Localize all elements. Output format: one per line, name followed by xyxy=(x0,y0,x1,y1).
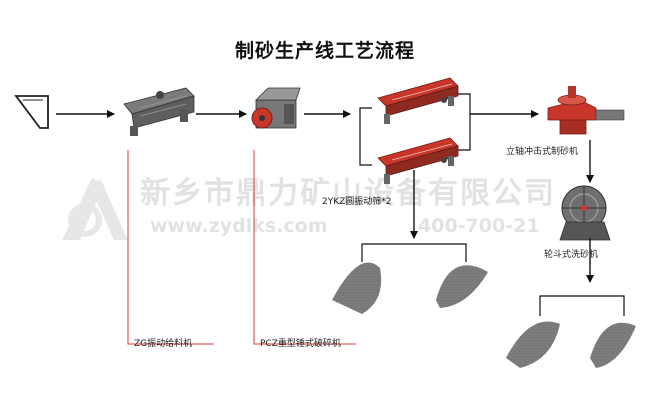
screen-bracket-right xyxy=(458,93,471,151)
hopper-icon xyxy=(14,95,49,129)
label-sand-maker: 立轴冲击式制砂机 xyxy=(506,147,579,157)
vibrating-feeder-icon xyxy=(123,87,195,136)
split-bracket-right xyxy=(539,295,625,316)
split-bracket-left xyxy=(361,243,467,262)
sand-washer-icon xyxy=(559,185,611,241)
label-washer: 轮斗式洗砂机 xyxy=(544,250,599,260)
sand-pile-3-icon xyxy=(506,321,560,368)
label-screen: 2YKZ圆振动筛*2 xyxy=(322,197,392,207)
sand-pile-2-icon xyxy=(436,265,488,308)
screen-bracket xyxy=(359,107,372,166)
watermark-phone: 400-700-21 xyxy=(418,215,540,237)
sand-pile-4-icon xyxy=(590,322,636,368)
watermark-url: www.zydlks.com xyxy=(150,215,328,237)
vibrating-screen-bottom-icon xyxy=(377,137,459,184)
sand-pile-1-icon xyxy=(332,262,382,314)
leader-line-feeder xyxy=(127,150,214,345)
watermark-logo-icon xyxy=(62,178,128,240)
label-feeder: ZG振动给料机 xyxy=(134,339,193,349)
label-crusher: PCZ重型锤式破碎机 xyxy=(260,339,341,349)
leader-line-crusher xyxy=(253,150,356,345)
sand-maker-icon xyxy=(547,86,625,135)
vibrating-screen-top-icon xyxy=(377,77,459,124)
hammer-crusher-icon xyxy=(251,87,301,129)
watermark-company: 新乡市鼎力矿山设备有限公司 xyxy=(140,176,556,211)
diagram-title: 制砂生产线工艺流程 xyxy=(234,40,415,62)
